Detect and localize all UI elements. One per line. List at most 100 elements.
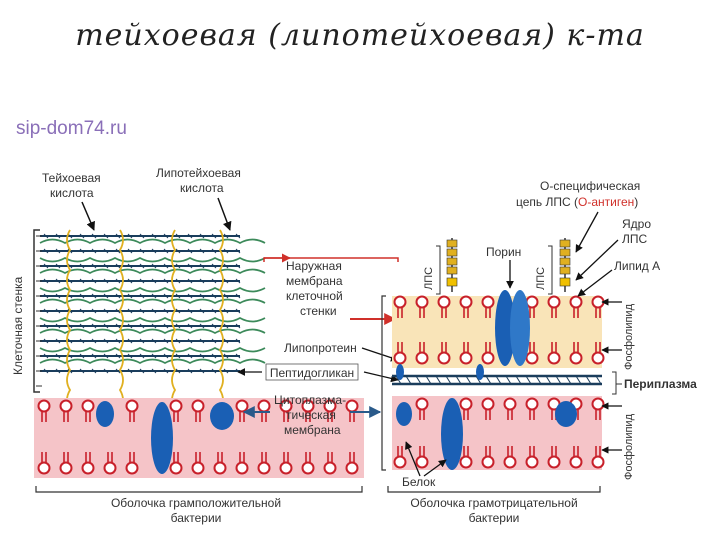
protein-arrow-1 [405,441,421,477]
phospholipid-head [437,295,451,309]
o-chain-label-2: цепь ЛПС (О-антиген) [516,195,638,209]
porin-protein [510,290,530,366]
phospholipid-head [125,461,139,475]
phospholipid-head [125,399,139,413]
phospholipid-head [481,455,495,469]
gram-positive-cell-wall [36,229,266,411]
teichoic-acid-label-2: кислота [50,186,94,200]
phospholipid-head [257,461,271,475]
phospholipid-head [591,295,605,309]
porin-protein [495,290,515,366]
teichoic-acid-label: Тейхоевая [42,171,101,185]
lipoteichoic-acid-strand [118,229,124,411]
phospholipid-head [213,461,227,475]
outer-membrane-label: Наружная [286,259,342,273]
phospholipid-head [569,455,583,469]
phospholipid-head [169,399,183,413]
phospholipid-head [459,351,473,365]
gram-negative-label: Оболочка грамотрицательной [410,496,577,510]
phospholipid-head [525,397,539,411]
teichoic-acid-strand [39,346,266,353]
core-arrow [575,239,619,281]
phospholipid-head [591,351,605,365]
phospholipid-head [345,461,359,475]
phospholipid-head [547,295,561,309]
lipoprotein [396,364,404,380]
membrane-protein [555,401,577,427]
o-chain-arrow [575,211,599,253]
phospholipid-head [481,397,495,411]
gram-negative-label-2: бактерии [469,511,520,525]
teichoic-acid-strand [39,316,266,323]
gram-positive-bracket [35,486,363,493]
membrane-protein [210,402,234,430]
gram-negative-peptidoglycan [392,364,602,386]
phospholipid-head [569,295,583,309]
protein-arrow-2 [423,459,447,477]
teichoic-acid-strand [39,298,266,305]
teichoic-acid-strand [39,358,266,365]
phospholipid-head [301,399,315,413]
phospholipid-head [37,461,51,475]
watermark-link[interactable]: sip-dom74.ru [16,118,127,139]
phospholipid-head [235,399,249,413]
phospholipid-head [279,399,293,413]
peptidoglycan-box [265,363,359,381]
lipoprotein [476,364,484,380]
o-chain-label: О-специфическая [540,179,640,193]
lipoprotein-label: Липопротеин [284,341,357,355]
lps-chain-left [446,238,458,292]
phospholipid-head [525,455,539,469]
gram-positive-label-2: бактерии [171,511,222,525]
outer-membrane-label-3: клеточной [286,289,343,303]
protein-label: Белок [402,475,436,489]
phospholipid-head [525,295,539,309]
phospholipid-head [345,399,359,413]
phospholipid-head [503,455,517,469]
outer-membrane-pointer [263,257,399,262]
phospholipid-head [415,295,429,309]
phospholipid-head [393,351,407,365]
membrane-protein [96,401,114,427]
phospholipid-head [191,461,205,475]
phospholipid-head [59,399,73,413]
teichoic-acid-strand [39,238,266,245]
phospholipid-head [191,399,205,413]
teichoic-acid-strand [39,256,266,263]
o-antigen-label: О-антиген [578,195,634,209]
phospholipid-head [459,397,473,411]
bacterial-wall-diagram: Клеточная стенка Тейхоевая кислота Липот… [0,150,720,540]
phospholipid-head [323,461,337,475]
phospholipid-head [569,351,583,365]
teichoic-acid-strand [39,286,266,293]
porin-label: Порин [486,245,521,259]
phospholipid-head [503,397,517,411]
lipoteichoic-acid-label-2: кислота [180,181,224,195]
gram-negative-wall-bracket [381,295,386,471]
lps-chain-right [559,238,571,292]
phospholipid-head [59,461,73,475]
phospholipid-head [169,461,183,475]
phospholipid-bottom-label: Фосфолипид [623,413,635,480]
membrane-protein [396,402,412,426]
phospholipid-head [481,351,495,365]
peptidoglycan-label: Пептидогликан [270,366,354,380]
phospholipid-head [103,461,117,475]
gram-negative-inner-membrane [393,397,605,469]
phospholipid-head [591,397,605,411]
phospholipid-head [415,455,429,469]
membrane-protein [441,398,463,470]
teichoic-arrow [81,201,95,231]
lipoteichoic-arrow [217,197,232,231]
cell-wall-label: Клеточная стенка [11,276,25,375]
lipoteichoic-acid-strand [218,229,224,411]
cell-wall-bracket [33,229,40,393]
cytoplasmic-membrane-label: Цитоплазма- [274,393,346,407]
phospholipid-head [459,295,473,309]
lps-label-right: ЛПС [535,267,547,290]
cytoplasmic-membrane-label-3: мембрана [284,423,341,437]
phospholipid-head [257,399,271,413]
periplasm-label: Периплазма [624,377,697,391]
periplasm-bracket [612,371,617,395]
cytoplasmic-membrane-label-2: тическая [286,408,336,422]
